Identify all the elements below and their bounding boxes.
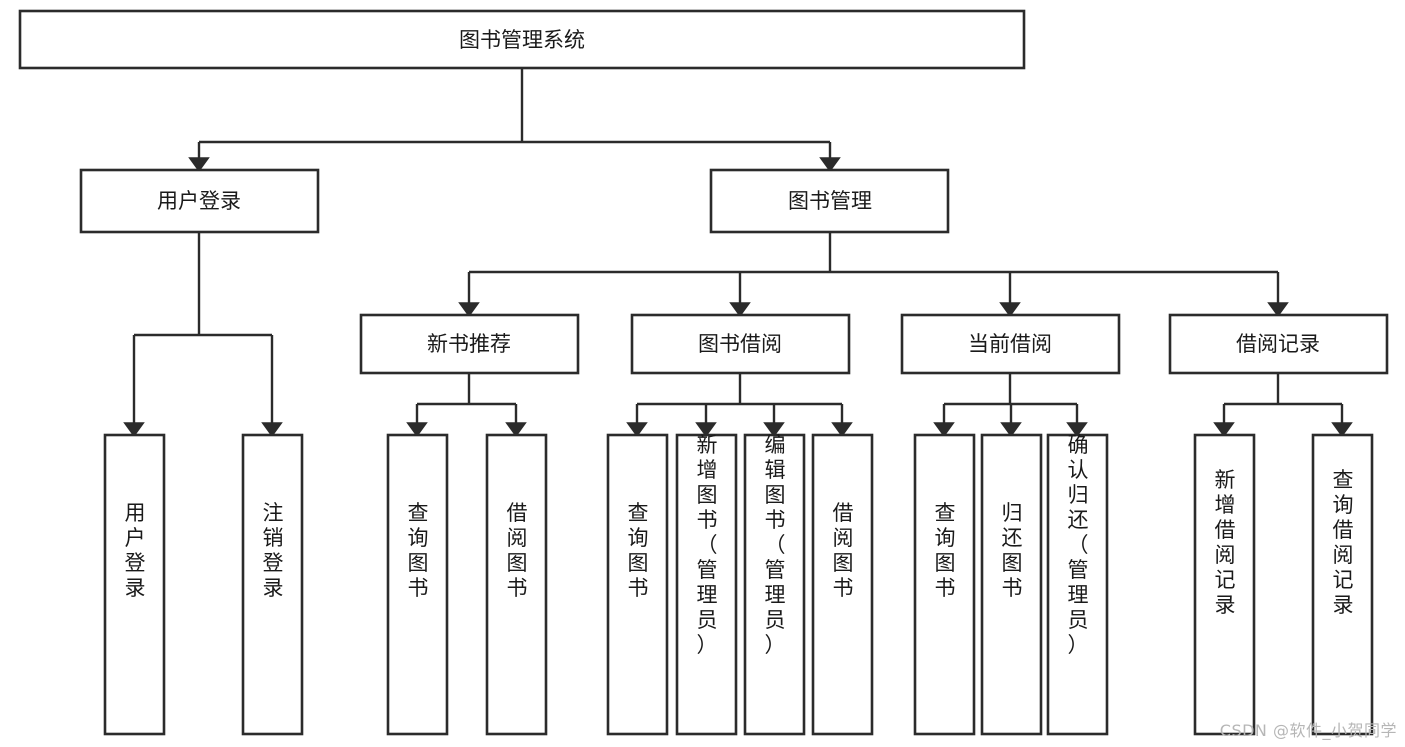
leaf-user-login-box[interactable] [103, 433, 166, 736]
leaf-add-record-box[interactable] [1193, 433, 1256, 736]
node-book-borrow[interactable]: 图书借阅 [630, 313, 851, 375]
leaf-query-book-1-label: 查询图书 [408, 501, 429, 600]
leaf-user-logout-box[interactable] [241, 433, 304, 736]
leaf-user-login-label: 用户登录 [125, 501, 146, 600]
leaf-borrow-book-1-box[interactable] [485, 433, 548, 736]
leaf-add-record-label: 新增借阅记录 [1215, 468, 1236, 617]
leaf-borrow-book-2-label: 借阅图书 [833, 501, 854, 600]
leaf-return-book[interactable]: 归还图书 [980, 433, 1043, 736]
leaf-query-book-2-box[interactable] [606, 433, 669, 736]
connector-layer [123, 68, 1353, 438]
node-user-login-label: 用户登录 [157, 189, 241, 213]
leaf-query-book-3[interactable]: 查询图书 [913, 433, 976, 736]
leaf-query-book-3-box[interactable] [913, 433, 976, 736]
leaf-borrow-book-1[interactable]: 借阅图书 [485, 433, 548, 736]
node-current-borrow-box[interactable] [900, 313, 1121, 375]
leaf-add-book[interactable]: 新增图书（管理员） [675, 433, 738, 736]
csdn-watermark: CSDN @软件_小贺同学 [1219, 721, 1397, 740]
node-borrow-record[interactable]: 借阅记录 [1168, 313, 1389, 375]
node-root[interactable]: 图书管理系统 [18, 9, 1026, 70]
leaf-edit-book-box[interactable] [743, 433, 806, 736]
leaf-user-login[interactable]: 用户登录 [103, 433, 166, 736]
leaf-query-record-label: 查询借阅记录 [1333, 468, 1354, 617]
leaf-user-logout[interactable]: 注销登录 [241, 433, 304, 736]
leaf-query-book-1-box[interactable] [386, 433, 449, 736]
node-user-login[interactable]: 用户登录 [79, 168, 320, 234]
node-user-login-box[interactable] [79, 168, 320, 234]
node-root-box[interactable] [18, 9, 1026, 70]
leaf-borrow-book-2-box[interactable] [811, 433, 874, 736]
leaf-edit-book-label: 编辑图书（管理员） [765, 433, 786, 657]
node-book-borrow-label: 图书借阅 [698, 332, 782, 356]
leaf-confirm-return-label: 确认归还（管理员） [1068, 433, 1089, 657]
node-borrow-record-label: 借阅记录 [1236, 332, 1320, 356]
leaf-query-book-2-label: 查询图书 [628, 501, 649, 600]
node-borrow-record-box[interactable] [1168, 313, 1389, 375]
node-book-management[interactable]: 图书管理 [709, 168, 950, 234]
leaf-query-book-3-label: 查询图书 [935, 501, 956, 600]
leaf-return-book-box[interactable] [980, 433, 1043, 736]
leaf-query-record-box[interactable] [1311, 433, 1374, 736]
node-new-book-recommend[interactable]: 新书推荐 [359, 313, 580, 375]
leaf-confirm-return-box[interactable] [1046, 433, 1109, 736]
leaf-query-record[interactable]: 查询借阅记录 [1311, 433, 1374, 736]
node-book-management-box[interactable] [709, 168, 950, 234]
leaf-user-logout-label: 注销登录 [263, 501, 284, 600]
leaf-query-book-2[interactable]: 查询图书 [606, 433, 669, 736]
leaf-borrow-book-1-label: 借阅图书 [507, 501, 528, 600]
node-current-borrow[interactable]: 当前借阅 [900, 313, 1121, 375]
leaf-add-book-box[interactable] [675, 433, 738, 736]
node-current-borrow-label: 当前借阅 [968, 332, 1052, 356]
node-root-label: 图书管理系统 [459, 28, 585, 52]
leaf-borrow-book-2[interactable]: 借阅图书 [811, 433, 874, 736]
node-book-borrow-box[interactable] [630, 313, 851, 375]
leaf-edit-book[interactable]: 编辑图书（管理员） [743, 433, 806, 736]
leaf-query-book-1[interactable]: 查询图书 [386, 433, 449, 736]
node-book-management-label: 图书管理 [788, 189, 872, 213]
leaf-confirm-return[interactable]: 确认归还（管理员） [1046, 433, 1109, 736]
leaf-add-book-label: 新增图书（管理员） [697, 433, 718, 657]
node-new-book-recommend-box[interactable] [359, 313, 580, 375]
node-new-book-recommend-label: 新书推荐 [427, 332, 511, 356]
leaf-add-record[interactable]: 新增借阅记录 [1193, 433, 1256, 736]
leaf-return-book-label: 归还图书 [1002, 501, 1023, 600]
